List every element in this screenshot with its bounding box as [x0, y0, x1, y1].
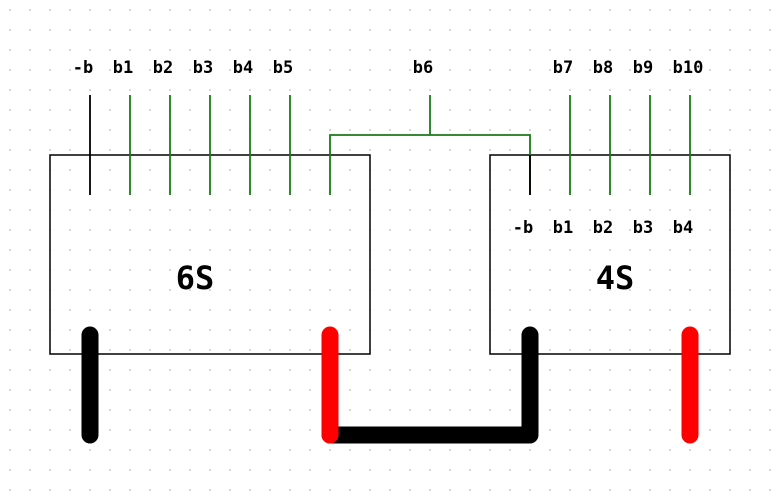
label-b4: b4 — [233, 58, 253, 78]
pack-4s-label-b3: b3 — [633, 218, 653, 238]
pack-4s-title: 4S — [596, 259, 635, 297]
label-b10: b10 — [673, 58, 704, 78]
label-b5: b5 — [273, 58, 293, 78]
pack-4s-label-b1: b1 — [553, 218, 573, 238]
label-b2: b2 — [153, 58, 173, 78]
label-b9: b9 — [633, 58, 653, 78]
pack-4s-label-b2: b2 — [593, 218, 613, 238]
label-b3: b3 — [193, 58, 213, 78]
label-b7: b7 — [553, 58, 573, 78]
label-b8: b8 — [593, 58, 613, 78]
series-link-wire — [321, 326, 539, 444]
label-b6: b6 — [413, 58, 433, 78]
pack-4s-label-b4: b4 — [673, 218, 693, 238]
pack-6s-title: 6S — [176, 259, 215, 297]
pack-4s-label-neg: -b — [513, 218, 533, 238]
label-neg-top: -b — [73, 58, 93, 78]
label-b1: b1 — [113, 58, 133, 78]
